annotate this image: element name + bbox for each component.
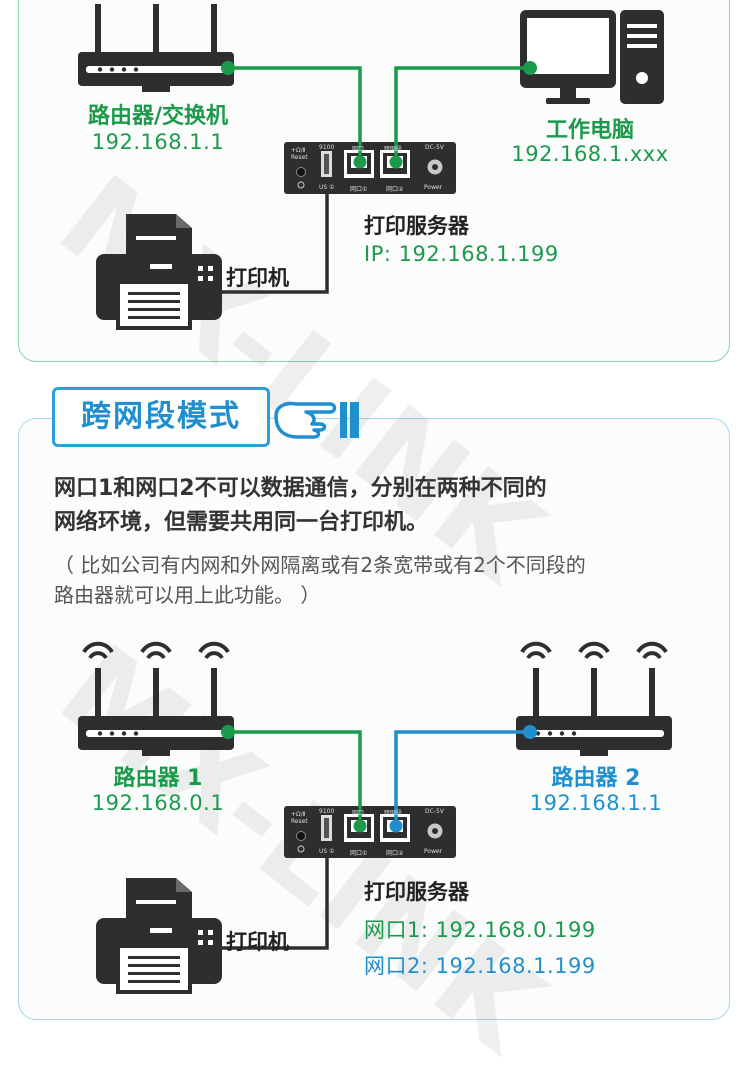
router-1-ip: 192.168.0.1 [91, 791, 225, 815]
server-usb-label: US ① [319, 184, 335, 191]
server2-dc-label: DC-5V [425, 808, 444, 815]
server2-power-label: Power [424, 848, 443, 855]
printer-icon-top [94, 212, 224, 330]
mode-description-line2: 网络环境，但需要共用同一台打印机。 [54, 510, 429, 535]
router-switch-icon [78, 0, 234, 92]
mode-title: 跨网段模式 [81, 399, 241, 434]
work-computer-label: 工作电脑 [545, 118, 634, 143]
mode-note-line1: （ 比如公司有内网和外网隔离或有2条宽带或有2个不同段的 [54, 553, 586, 577]
server-lan2-top-label: 跨网段 [384, 146, 403, 153]
work-computer-icon [520, 10, 664, 104]
pointing-hand-icon [274, 401, 359, 439]
router-switch-ip: 192.168.1.1 [91, 130, 225, 154]
mode-description-line1: 网口1和网口2不可以数据通信，分别在两种不同的 [54, 476, 547, 501]
server-usb-top-label: 9100 [319, 144, 335, 151]
cable-router1-to-port1 [228, 730, 362, 828]
server-lan2-label: 网口② [386, 186, 404, 193]
server-lan1-top-label: 网口 [352, 146, 365, 153]
server2-lan1-label: 网口① [350, 850, 368, 857]
work-computer-ip: 192.168.1.xxx [511, 142, 669, 166]
print-server-ip-top: IP: 192.168.1.199 [364, 242, 559, 266]
mode-note-line2: 路由器就可以用上此功能。 ） [54, 583, 321, 607]
server2-usb-label: US ① [319, 848, 335, 855]
print-server-label-bottom: 打印服务器 [364, 880, 469, 904]
mode-note: （ 比如公司有内网和外网隔离或有2条宽带或有2个不同段的 路由器就可以用上此功能… [54, 550, 714, 610]
printer-label-top: 打印机 [226, 266, 289, 290]
router-2-ip: 192.168.1.1 [529, 791, 663, 815]
cable-router2-to-port2 [394, 730, 530, 828]
network-diagram [0, 0, 750, 994]
router-1-label: 路由器 1 [113, 766, 203, 791]
cable-router-to-port1 [228, 66, 362, 164]
printer-label-bottom: 打印机 [226, 930, 289, 954]
server-power-label: Power [424, 184, 443, 191]
server-dc-label: DC-5V [425, 144, 444, 151]
cable-pc-to-port2 [394, 66, 530, 164]
printer-icon-bottom [94, 876, 224, 994]
router-2-label: 路由器 2 [551, 766, 641, 791]
router-switch-label: 路由器/交换机 [87, 104, 229, 129]
cable-printer-usb-top [222, 184, 329, 294]
mode-title-box: 跨网段模式 [52, 387, 270, 447]
print-server-port2: 网口2: 192.168.1.199 [364, 954, 596, 978]
router-2-icon [516, 644, 672, 756]
router-1-icon [78, 644, 234, 756]
server2-lan1-top-label: 网口 [352, 810, 365, 817]
cable-printer-usb-bottom [222, 848, 329, 950]
print-server-port1: 网口1: 192.168.0.199 [364, 918, 596, 942]
server2-usb-top-label: 9100 [319, 808, 335, 815]
server2-lan2-top-label: 跨网段 [384, 810, 403, 817]
server2-lan2-label: 网口② [386, 850, 404, 857]
mode-description: 网口1和网口2不可以数据通信，分别在两种不同的 网络环境，但需要共用同一台打印机… [54, 472, 694, 540]
server-lan1-label: 网口① [350, 186, 368, 193]
print-server-label-top: 打印服务器 [364, 214, 469, 238]
